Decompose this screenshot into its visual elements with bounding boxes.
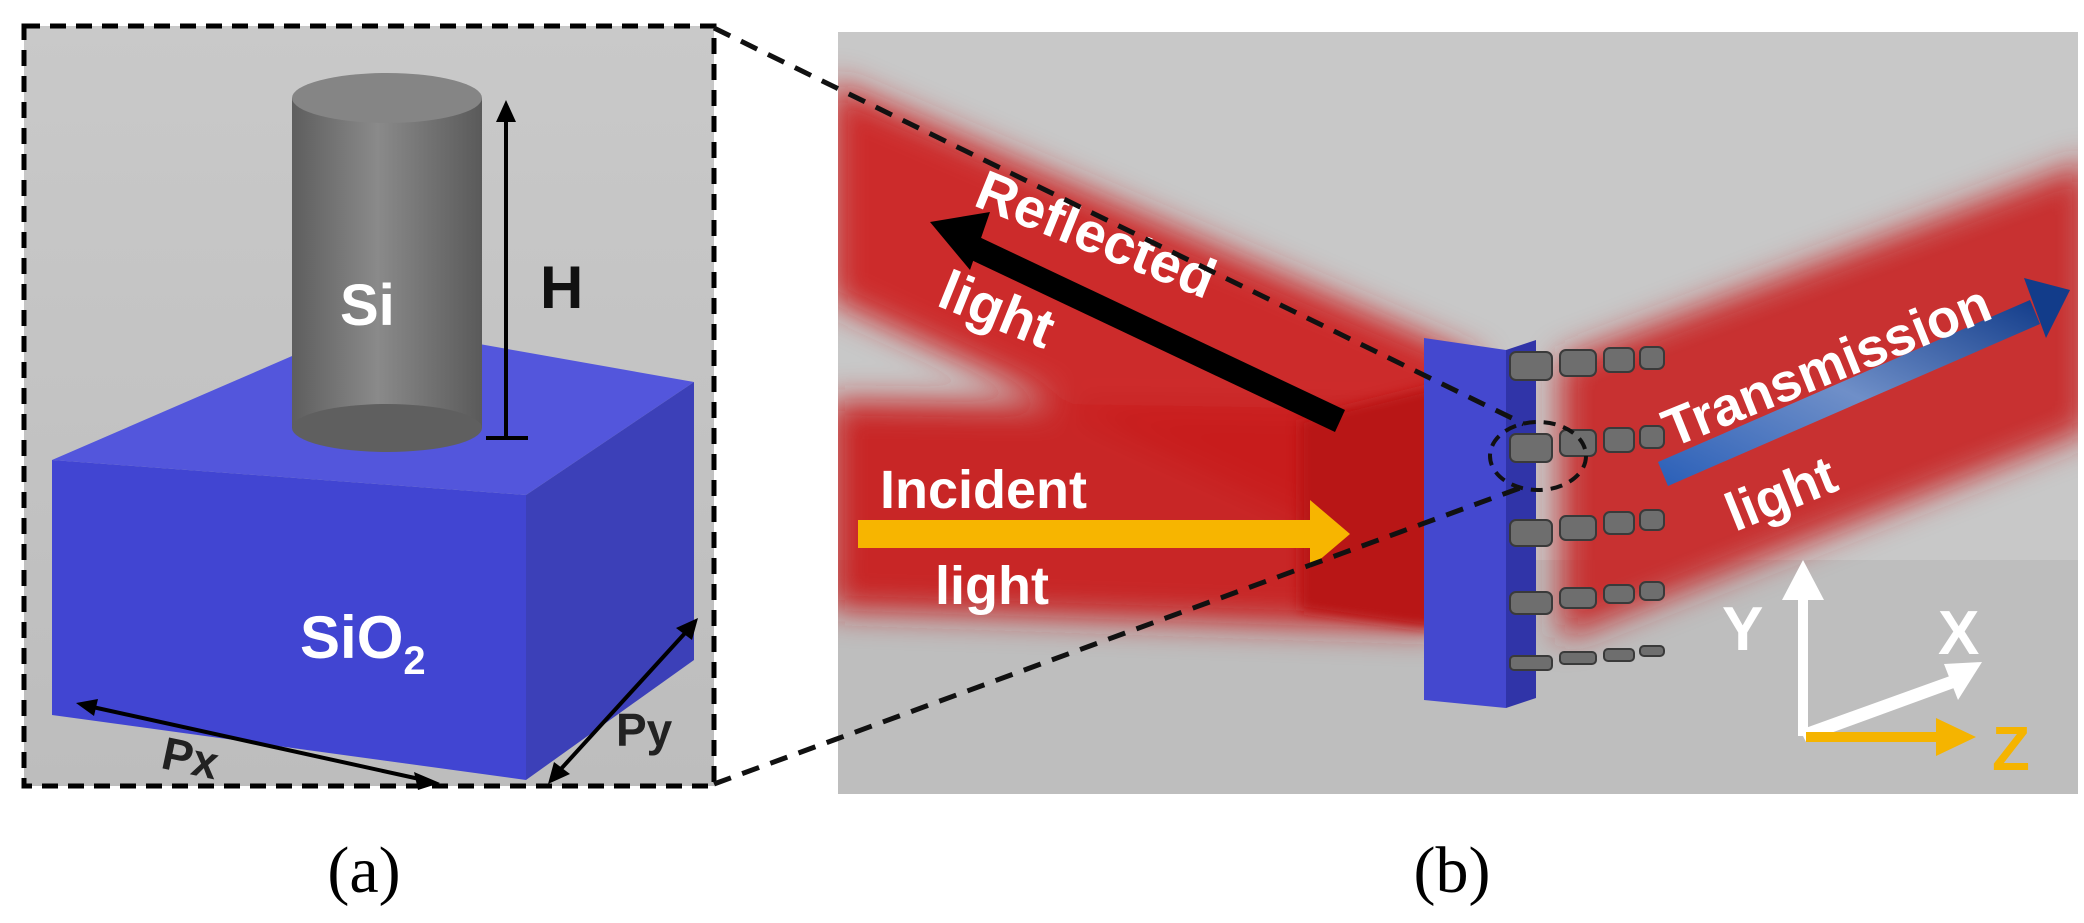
axis-z-label: Z [1992,715,2030,784]
axis-y-label: Y [1722,595,1763,664]
panel-a-dashed-frame [21,23,717,789]
caption-b: (b) [1414,834,1491,907]
x-axis-arrow [1800,662,1982,742]
transmission-arrow [1658,278,2070,486]
y-axis-arrow [1782,560,1824,736]
substrate-front-face [52,460,526,780]
metasurface-front [1424,338,1506,708]
substrate-side-face [526,382,694,780]
si-pillar [292,73,482,452]
substrate-label: SiO2 [300,604,426,683]
panel-a: Si H SiO2 Px Py [21,23,717,790]
z-axis-arrow [1806,718,1976,756]
coordinate-axes [1782,560,1982,756]
incident-label-line-2: light [935,556,1049,616]
incident-arrow [858,500,1350,568]
incident-label-line-1: Incident [880,460,1087,520]
height-label: H [540,254,583,321]
pillar-label: Si [340,273,395,338]
zoom-indicator-ellipse [1488,420,1588,492]
zoom-connector-lines [712,25,1526,787]
panel-b: Reflected light Incident light Transmiss… [838,32,2078,794]
height-dimension [486,100,528,440]
caption-a: (a) [327,834,400,907]
reflected-arrow [930,212,1345,432]
axis-x-label: X [1938,599,1979,668]
py-label: Py [616,704,673,756]
py-dimension [548,618,698,784]
nanopillar-array [1509,346,1665,671]
px-label: Px [157,727,223,790]
